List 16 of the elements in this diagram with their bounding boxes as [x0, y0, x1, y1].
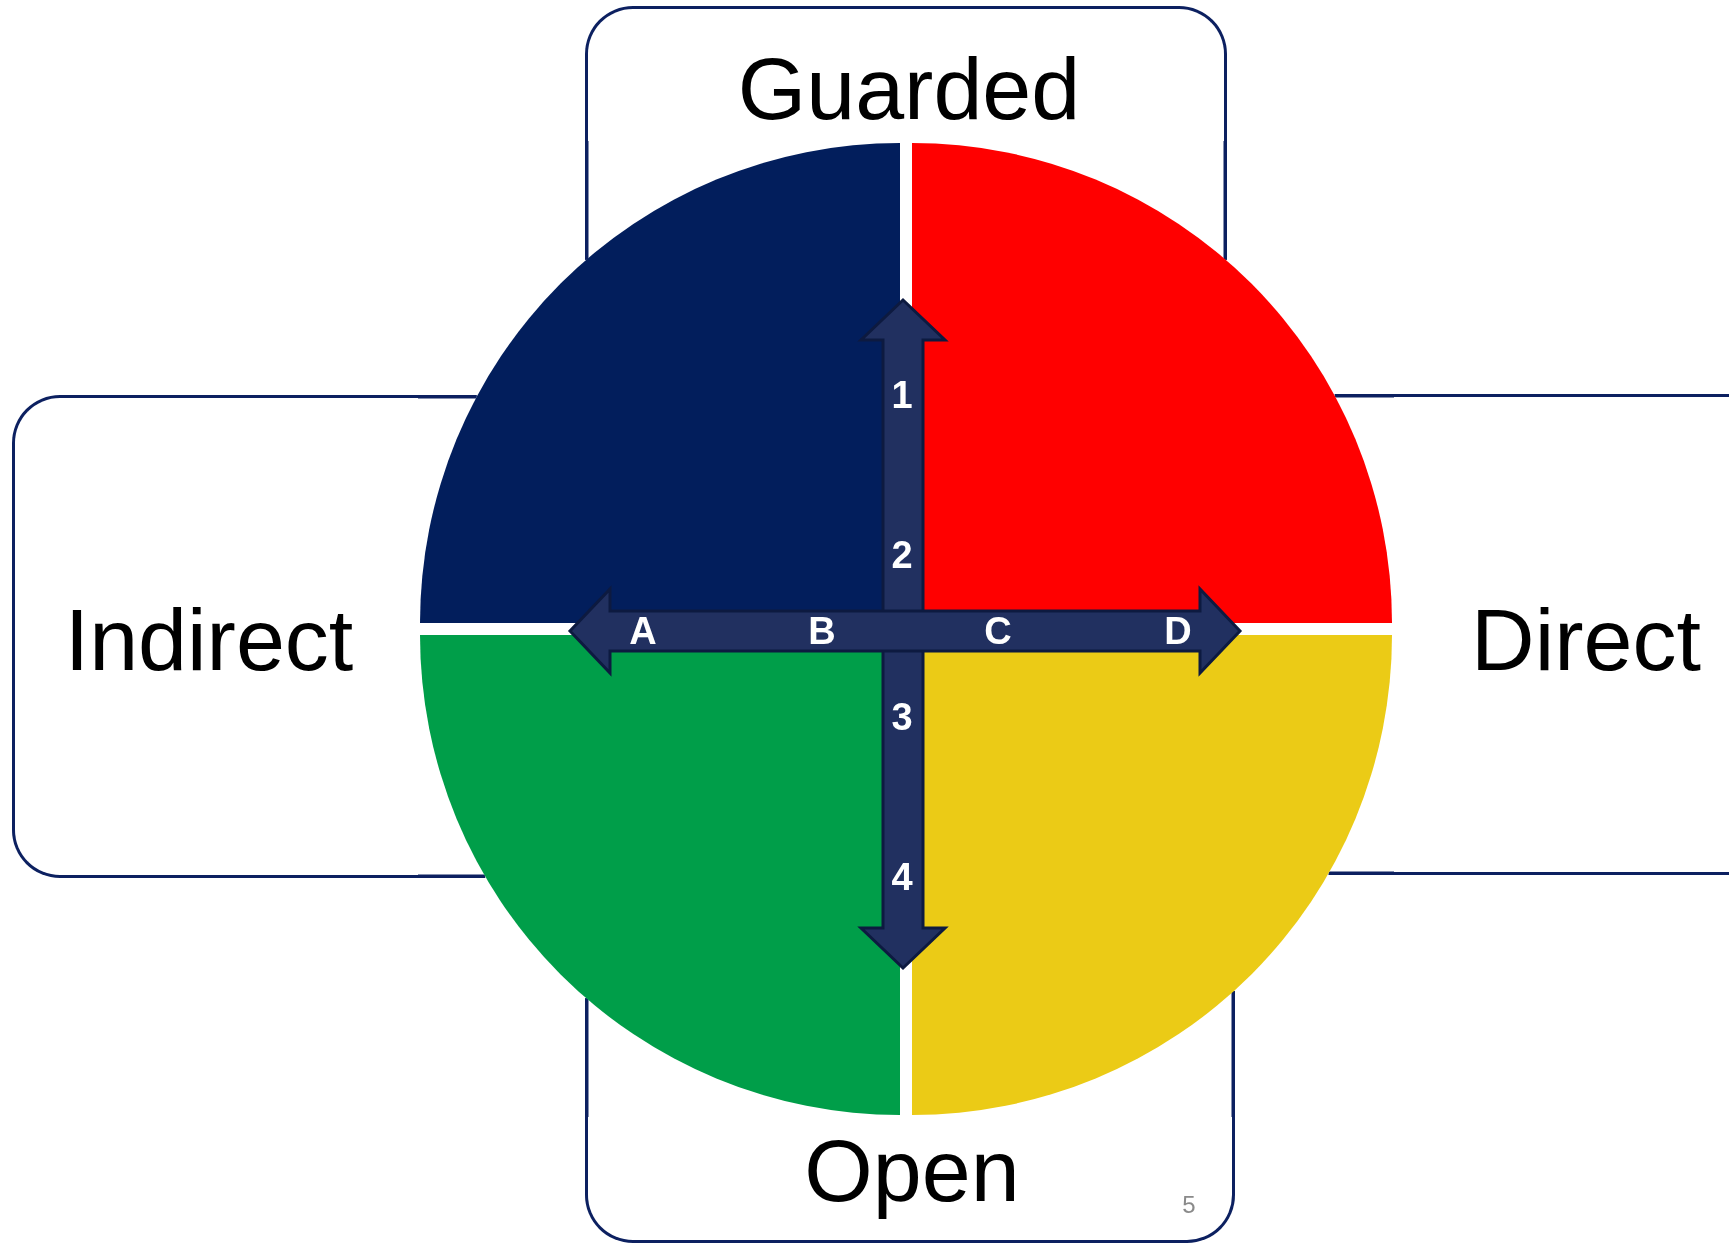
arrow-label: A [629, 612, 657, 650]
box-label: Indirect [64, 596, 354, 684]
box-label: Direct [1471, 596, 1701, 684]
arrow-label: 3 [891, 698, 913, 736]
arrow-label: D [1164, 612, 1192, 650]
arrow-label: B [808, 612, 836, 650]
arrow-label: C [984, 612, 1012, 650]
box-label: Guarded [737, 45, 1081, 133]
rounded-box [585, 6, 1227, 141]
page-number: 5 [1182, 1193, 1196, 1217]
arrow-label: 4 [891, 858, 913, 896]
arrow-label: 1 [891, 376, 913, 414]
arrow-label: 2 [891, 536, 913, 574]
rounded-box [585, 1117, 1235, 1243]
rounded-box [12, 395, 418, 878]
rounded-box [1394, 394, 1729, 875]
